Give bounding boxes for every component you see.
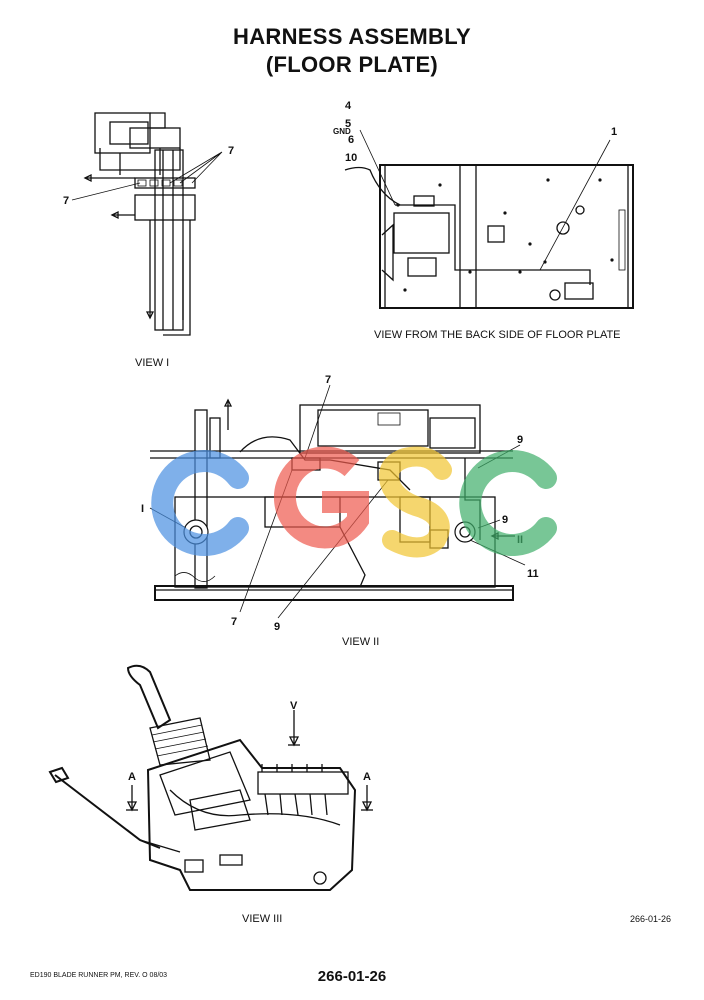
page-subtitle: (FLOOR PLATE): [265, 52, 439, 77]
page-title: HARNESS ASSEMBLY: [233, 24, 471, 49]
back-view-callout-6: 6: [348, 134, 354, 146]
footer-page-number: 266-01-26: [317, 968, 387, 985]
view-iii-callout-A-left: A: [128, 771, 136, 783]
view-iii-caption: VIEW III: [242, 913, 282, 925]
view-i-drawing: [71, 112, 223, 336]
back-view-callout-4: 4: [345, 100, 352, 112]
view-ii-callout-11: 11: [527, 568, 539, 580]
view-iii-drawing: [48, 664, 373, 891]
watermark-logo: [151, 446, 557, 558]
view-ii-callout-I: I: [141, 503, 144, 515]
view-ii-callout-9-upper: 9: [517, 434, 523, 446]
back-view-caption: VIEW FROM THE BACK SIDE OF FLOOR PLATE: [374, 329, 621, 341]
view-ii-callout-7-top: 7: [325, 374, 331, 386]
back-view-callout-gnd: GND: [333, 127, 351, 136]
view-iii-callout-V: V: [290, 700, 298, 712]
footer-manual-info: ED190 BLADE RUNNER PM, REV. O 08/03: [30, 972, 168, 979]
back-view-callout-5: 5: [345, 118, 351, 130]
back-view-callout-10: 10: [345, 152, 357, 164]
back-view-drawing: [344, 129, 634, 309]
view-ii-caption: VIEW II: [342, 636, 379, 648]
view-i-callout-7-left: 7: [63, 195, 69, 207]
watermark-letter-c-green: [459, 450, 557, 556]
view-i-caption: VIEW I: [135, 357, 169, 369]
view-i-callout-7-top: 7: [228, 145, 234, 157]
view-ii-callout-7-bottom: 7: [231, 616, 237, 628]
watermark-letter-s-yellow: [379, 446, 452, 558]
view-ii-callout-9-bottom: 9: [274, 621, 280, 633]
watermark-letter-c-blue: [151, 450, 249, 556]
view-iii-callout-A-right: A: [363, 771, 371, 783]
view-ii-callout-9-right: 9: [502, 514, 508, 526]
watermark-letter-g-red: [274, 446, 369, 549]
back-view-callout-1: 1: [611, 126, 617, 138]
figure-reference: 266-01-26: [630, 914, 672, 924]
